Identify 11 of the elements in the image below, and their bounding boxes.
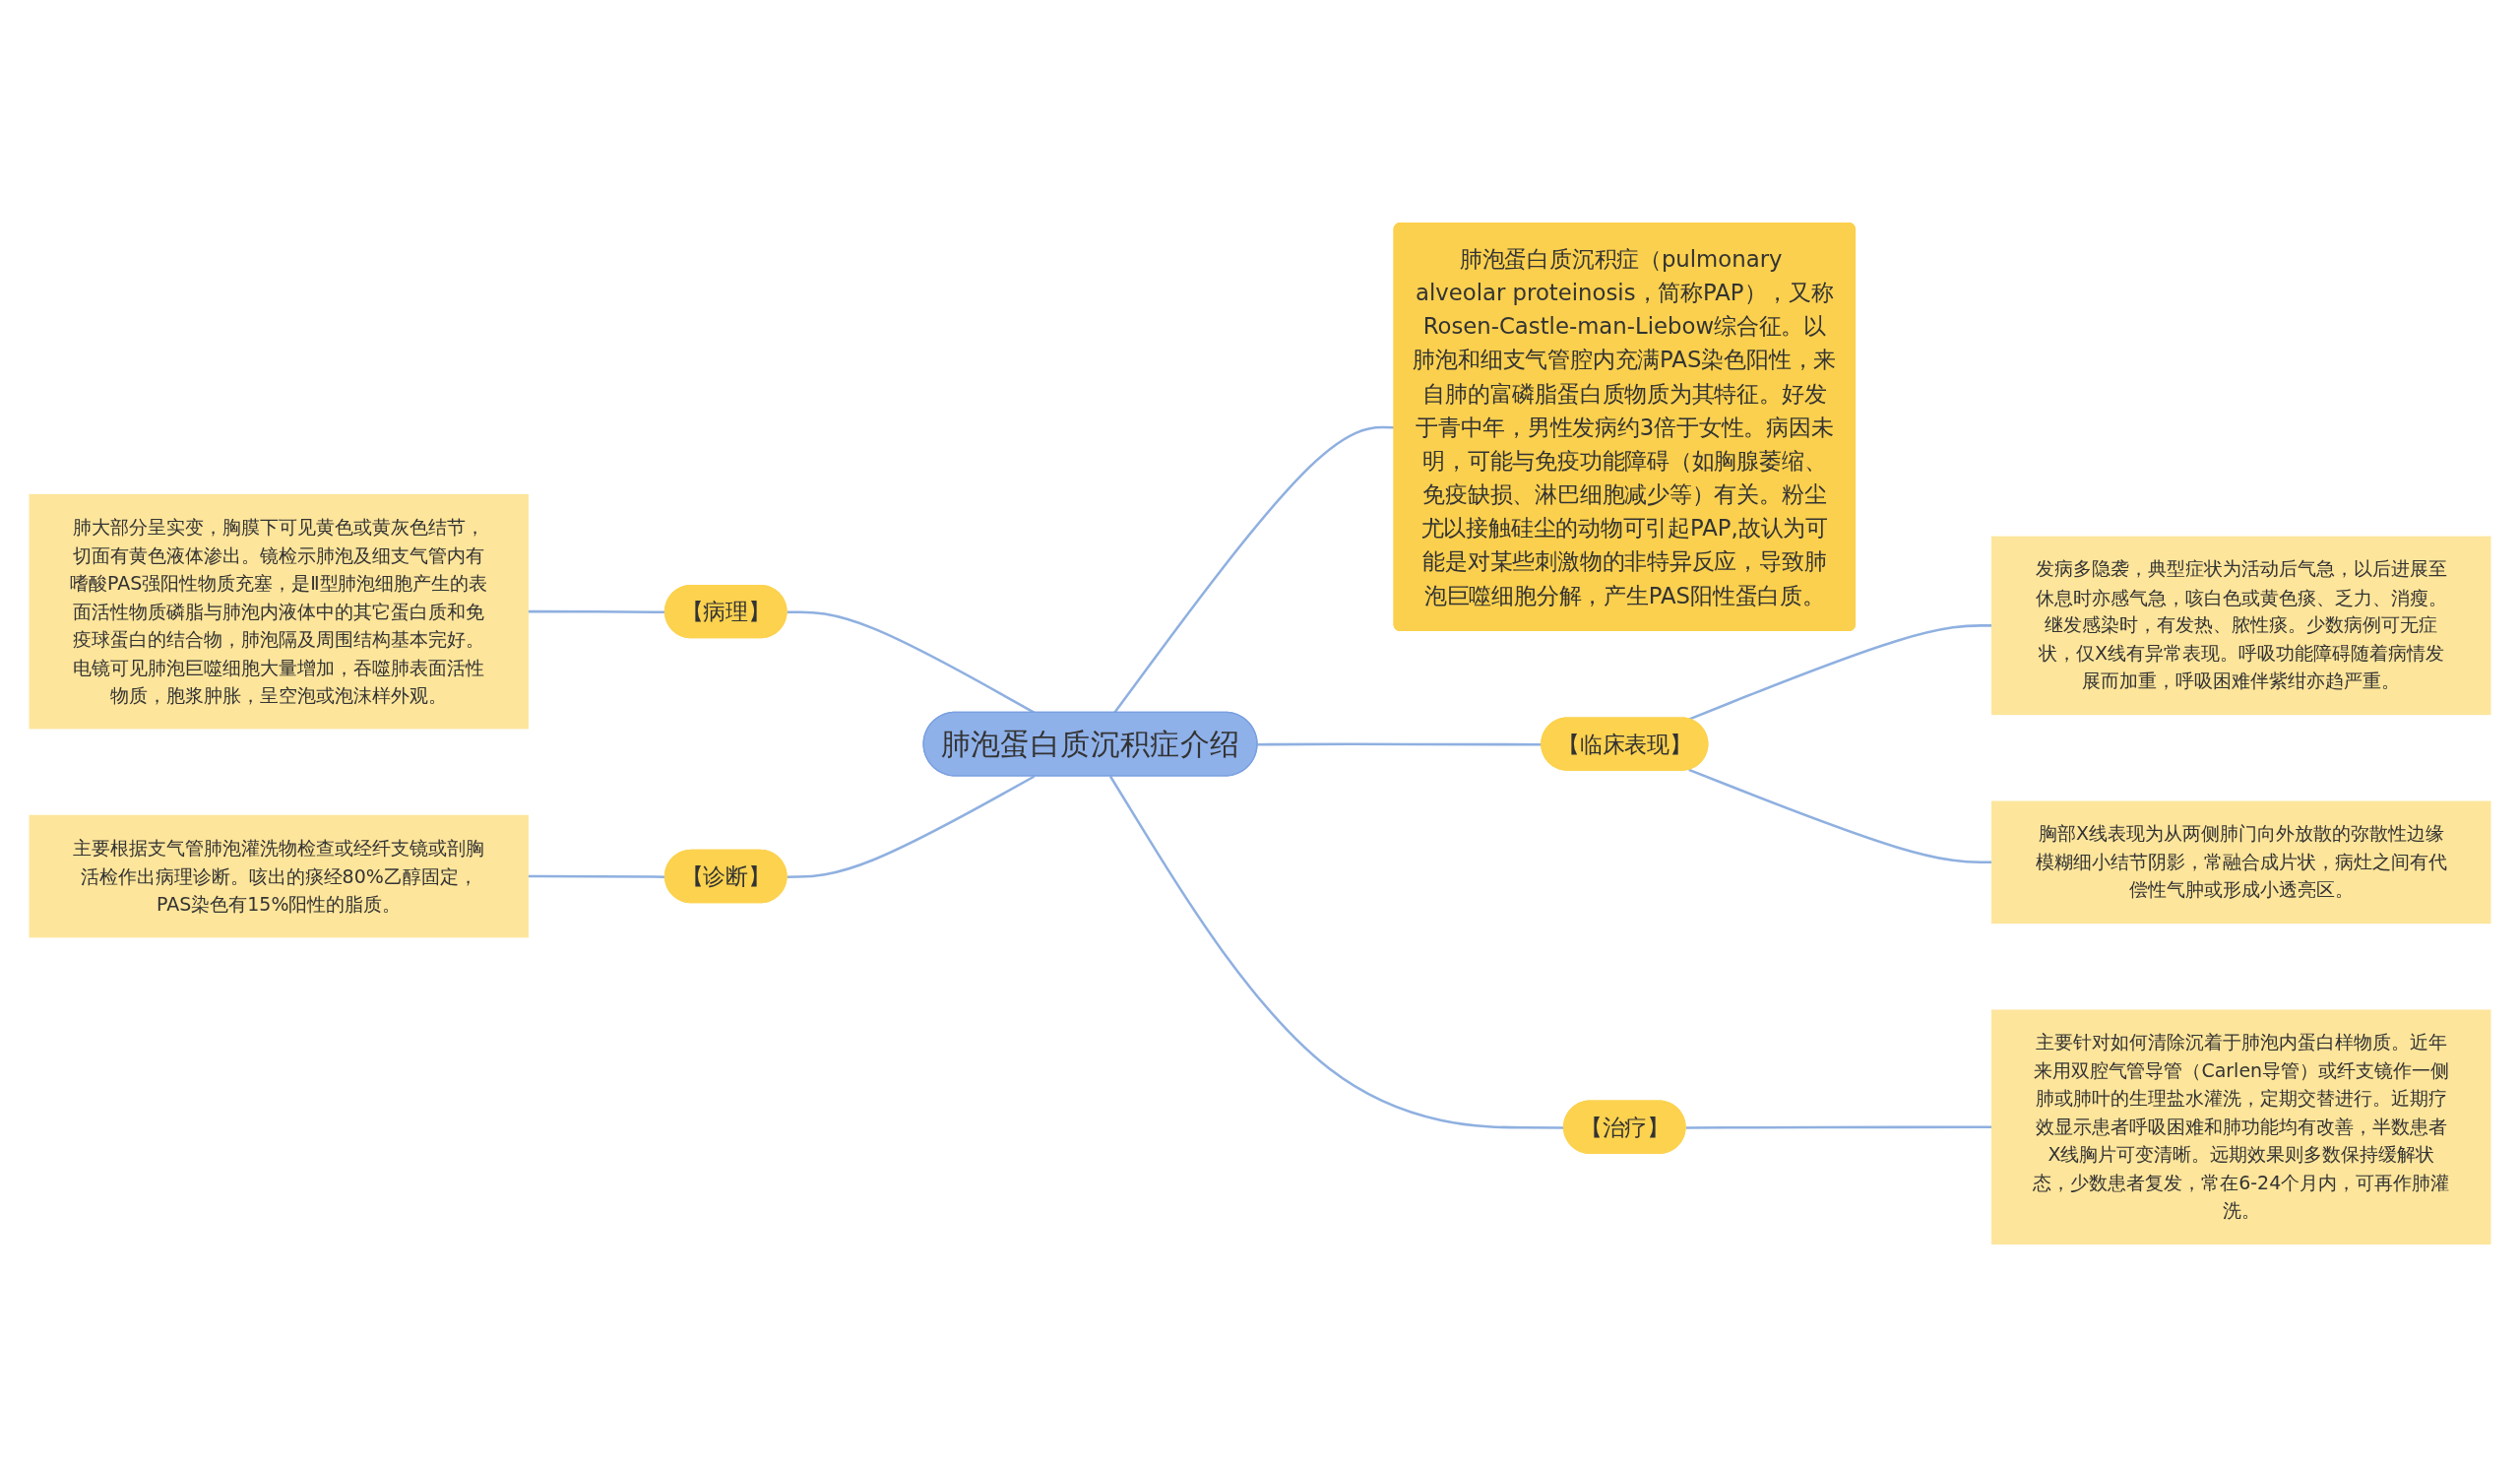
- connector: [1688, 624, 1992, 721]
- node-box: 主要针对如何清除沉着于肺泡内蛋白样物质。近年来用双腔气管导管（Carlen导管）或纤支镜作一侧肺或肺叶的生理盐水灌洗，定期交替进行。近期疗效显示患者呼吸困难和肺功能均有改善，半数患者X线胸片可变清晰。远期效果则多数保持缓解状态，少数患者复发，常在6-24个月内，可再作肺灌洗。: [1991, 1009, 2491, 1245]
- connector: [1685, 1125, 1992, 1129]
- connector: [787, 775, 1036, 878]
- connector: [1113, 425, 1395, 714]
- node-box: 发病多隐袭，典型症状为活动后气急，以后进展至休息时亦感气急，咳白色或黄色痰、乏力、消瘦。继发感染时，有发热、脓性痰。少数病例可无症状，仅X线有异常表现。呼吸功能障碍随着病情发展而加重，呼吸困难伴紫绀亦趋严重。: [1991, 536, 2491, 716]
- connector: [1688, 768, 1992, 864]
- node-box: 肺大部分呈实变，胸膜下可见黄色或黄灰色结节，切面有黄色液体渗出。镜检示肺泡及细支气管内有嗜酸PAS强阳性物质充塞，是Ⅱ型肺泡细胞产生的表面活性物质磷脂与肺泡内液体中的其它蛋白质和免疫球蛋白的结合物，肺泡隔及周围结构基本完好。电镜可见肺泡巨噬细胞大量增加，吞噬肺表面活性物质，胞浆肿胀，呈空泡或泡沫样外观。: [29, 493, 529, 730]
- connector: [1257, 742, 1543, 746]
- node-box: 胸部X线表现为从两侧肺门向外放散的弥散性边缘模糊细小结节阴影，常融合成片状，病灶之间有代偿性气肿或形成小透亮区。: [1991, 800, 2491, 925]
- node-box: 主要根据支气管肺泡灌洗物检查或经纤支镜或剖胸活检作出病理诊断。咳出的痰经80%乙醇固定，PAS染色有15%阳性的脂质。: [29, 814, 529, 938]
